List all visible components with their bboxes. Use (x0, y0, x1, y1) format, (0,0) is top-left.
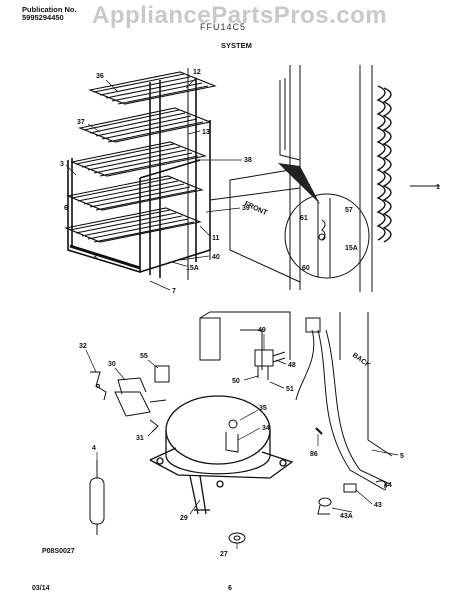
callout-15a-upper: 15A (186, 265, 199, 272)
callout-49: 49 (258, 327, 266, 334)
detail-circle (284, 193, 370, 279)
evaporator-coil (376, 85, 392, 243)
callout-3-upper: 3 (60, 161, 64, 168)
callout-labels: 36 12 37 13 38 3 39 6 11 40 15A 3 7 61 5… (60, 69, 440, 558)
callout-1: 1 (436, 184, 440, 191)
callout-51: 51 (286, 386, 294, 393)
callout-44: 44 (384, 482, 392, 489)
callout-11: 11 (212, 235, 220, 242)
callout-27: 27 (220, 551, 228, 558)
callout-32: 32 (79, 343, 87, 350)
callout-60: 60 (302, 265, 310, 272)
footer-date: 03/14 (32, 585, 50, 592)
page-number: 6 (228, 585, 232, 592)
callout-55: 55 (140, 353, 148, 360)
callout-48: 48 (288, 362, 296, 369)
callout-35: 35 (259, 405, 267, 412)
publication-number: 5995294450 (22, 13, 64, 22)
callout-36: 36 (96, 73, 104, 80)
callout-40: 40 (212, 254, 220, 261)
section-title: SYSTEM (221, 41, 252, 50)
publication-label: Publication No. (22, 5, 77, 14)
callout-15a-detail: 15A (345, 245, 358, 252)
shelf-coils (64, 71, 217, 243)
callout-57: 57 (345, 207, 353, 214)
shelf-rails (67, 78, 211, 278)
callout-7: 7 (172, 288, 176, 295)
callout-43a: 43A (340, 513, 353, 520)
callout-4: 4 (92, 445, 96, 452)
callout-37: 37 (77, 119, 85, 126)
callout-34: 34 (262, 425, 270, 432)
callout-86: 86 (310, 451, 318, 458)
callout-50: 50 (232, 378, 240, 385)
callout-6: 6 (64, 205, 68, 212)
callout-61: 61 (300, 215, 308, 222)
cabinet-outline (187, 65, 373, 292)
detail-wedge (278, 163, 320, 204)
callout-30: 30 (108, 361, 116, 368)
callout-3-lower: 3 (93, 254, 97, 261)
compressor-body (149, 395, 294, 515)
callout-29: 29 (180, 515, 188, 522)
model-number: FFU14C5 (200, 22, 247, 32)
callout-38: 38 (244, 157, 252, 164)
callout-13: 13 (202, 129, 210, 136)
callout-5: 5 (400, 453, 404, 460)
callout-12: 12 (193, 69, 201, 76)
watermark-text: AppliancePartsPros.com (92, 2, 388, 29)
drawing-code: P08S0027 (42, 548, 75, 555)
callout-39: 39 (242, 205, 250, 212)
callout-43: 43 (374, 502, 382, 509)
callout-31: 31 (136, 435, 144, 442)
